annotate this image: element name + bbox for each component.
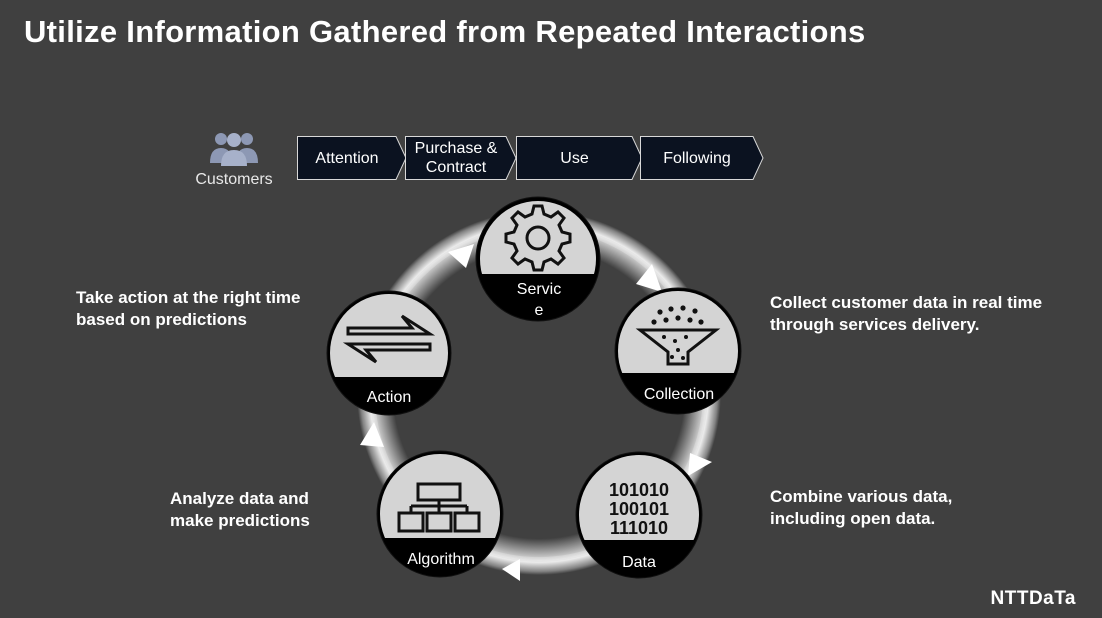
arrow-collection-to-data (688, 453, 712, 476)
node-action-label: Action (367, 389, 411, 406)
node-service-label-line2: e (535, 302, 544, 319)
customers-label: Customers (195, 171, 273, 188)
node-action: Action (326, 290, 452, 416)
arrow-algorithm-to-action (360, 422, 384, 447)
flowchart-icon (397, 482, 481, 533)
node-service-label-line1: Servic (517, 281, 561, 298)
funnel-icon (635, 305, 721, 366)
node-algorithm-label: Algorithm (407, 551, 475, 568)
stage-use: Use (516, 136, 643, 180)
node-data-label: Data (622, 554, 656, 571)
svg-text:100101: 100101 (609, 499, 669, 519)
cycle-arrows (360, 244, 712, 581)
ntt-data-logo: NTTDaTa (990, 588, 1076, 609)
node-algorithm: Algorithm (376, 450, 504, 578)
stage-label: Attention (315, 149, 379, 167)
arrow-data-to-algorithm (502, 559, 520, 581)
stage-purchase-contract: Purchase & Contract (405, 136, 517, 180)
stage-following: Following (640, 136, 764, 180)
exchange-arrows-icon (342, 314, 436, 364)
node-service: Servic e (475, 196, 601, 322)
svg-text:111010: 111010 (610, 518, 668, 538)
binary-digits-icon: 101010 100101 111010 (609, 480, 669, 538)
svg-text:101010: 101010 (609, 480, 669, 500)
stage-label: Use (560, 149, 589, 167)
description-collection: Collect customer data in real time throu… (770, 293, 1043, 334)
arrow-action-to-service (448, 244, 474, 268)
stage-label: Purchase & Contract (414, 140, 498, 176)
node-collection: Collection (614, 287, 742, 415)
customer-journey-stages: Attention Purchase & Contract Use Follow… (0, 136, 1102, 180)
node-collection-label: Collection (644, 386, 714, 403)
description-algorithm: Analyze data and make predictions (170, 489, 310, 530)
people-group-icon (210, 133, 258, 166)
stage-label: Following (663, 149, 731, 167)
node-data: 101010 100101 111010 Data (575, 451, 703, 579)
description-action: Take action at the right time based on p… (76, 288, 301, 329)
gear-icon (504, 204, 572, 272)
stage-attention: Attention (297, 136, 407, 180)
page-title: Utilize Information Gathered from Repeat… (24, 14, 866, 49)
arrow-service-to-collection (636, 264, 662, 292)
customers-group: Customers (186, 130, 282, 189)
description-data: Combine various data, including open dat… (770, 487, 953, 528)
